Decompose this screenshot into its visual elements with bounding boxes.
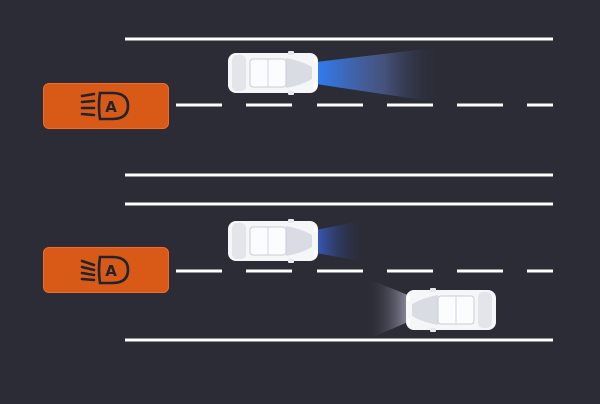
ego-car [227, 218, 319, 264]
oncoming-beam [366, 278, 408, 340]
auto-headlight-badge-top: A [43, 83, 169, 129]
low-beam [316, 220, 366, 262]
scenario-top [125, 37, 553, 177]
svg-text:A: A [105, 262, 117, 280]
scenario-bottom [125, 202, 553, 342]
auto-headlight-badge-bottom: A [43, 247, 169, 293]
svg-text:A: A [105, 98, 117, 116]
high-beam [316, 47, 442, 103]
auto-headlight-icon: A [80, 91, 130, 121]
ego-car [227, 50, 319, 96]
auto-headlight-icon: A [80, 255, 130, 285]
oncoming-car [406, 288, 496, 332]
